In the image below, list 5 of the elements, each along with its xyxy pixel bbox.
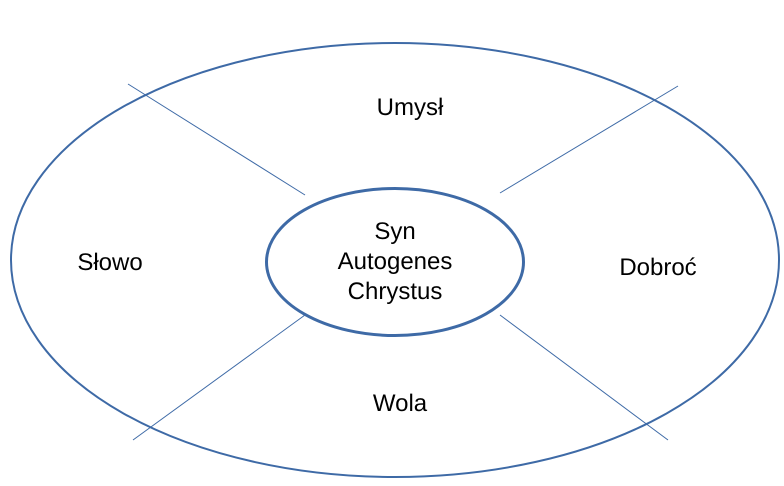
center-text: Syn Autogenes Chrystus: [336, 217, 454, 307]
sector-label: Dobroć: [619, 254, 697, 282]
sector-label: Słowo: [77, 249, 143, 277]
sector-label: Umysł: [376, 94, 444, 122]
sector-label: Wola: [372, 390, 428, 418]
